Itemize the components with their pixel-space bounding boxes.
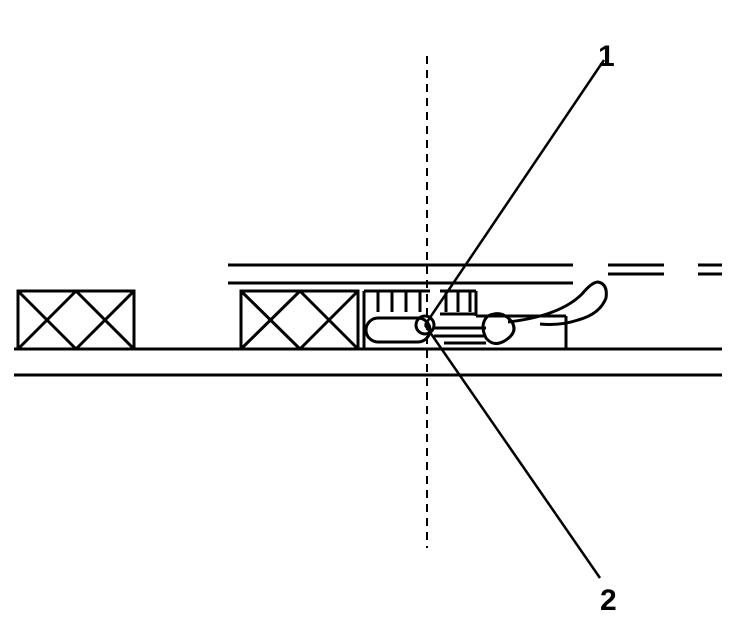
overhead-lines (228, 263, 722, 285)
rail-lines (14, 347, 722, 377)
connector-ring (414, 314, 436, 336)
callout-label-1: 1 (598, 40, 615, 73)
left-crossed-box (16, 289, 136, 351)
leader-lines (423, 59, 606, 579)
callout-label-2: 2 (600, 584, 617, 617)
middle-crossed-box (239, 289, 360, 351)
leader-line-1 (423, 59, 606, 326)
leader-line-2 (423, 324, 602, 579)
connector-assembly (362, 280, 608, 349)
